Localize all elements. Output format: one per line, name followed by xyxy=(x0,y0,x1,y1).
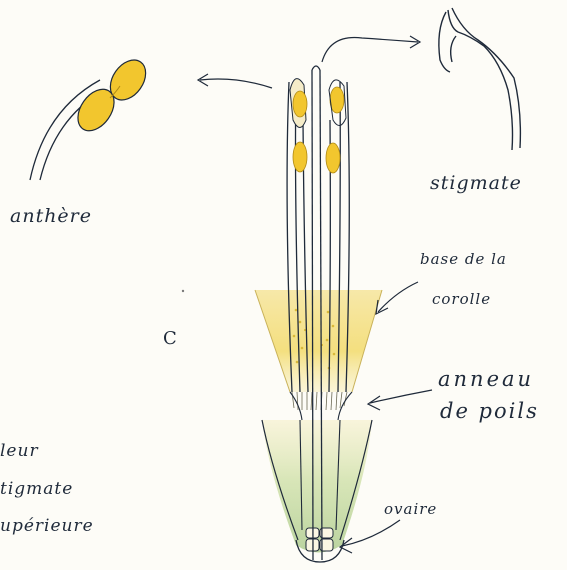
label-corolle: corolle xyxy=(432,290,491,308)
label-ovaire: ovaire xyxy=(384,500,437,518)
hair-ring xyxy=(292,392,347,410)
label-anthere: anthère xyxy=(10,205,92,227)
panel-letter: C xyxy=(163,328,178,349)
left-caption-line-3: upérieure xyxy=(0,516,94,536)
label-de-poils: de poils xyxy=(440,399,539,423)
paper-speck xyxy=(182,290,184,292)
tube-anthers xyxy=(290,79,346,173)
anther-detail xyxy=(30,53,153,180)
stigma-detail xyxy=(439,8,521,150)
label-anneau: anneau xyxy=(438,367,534,391)
corolla-base xyxy=(255,290,382,392)
label-base-de-la: base de la xyxy=(420,250,507,268)
left-caption-line-2: tigmate xyxy=(0,479,73,499)
ovary xyxy=(262,420,372,562)
left-caption-line-1: leur xyxy=(0,441,39,461)
label-stigmate: stigmate xyxy=(430,172,522,194)
